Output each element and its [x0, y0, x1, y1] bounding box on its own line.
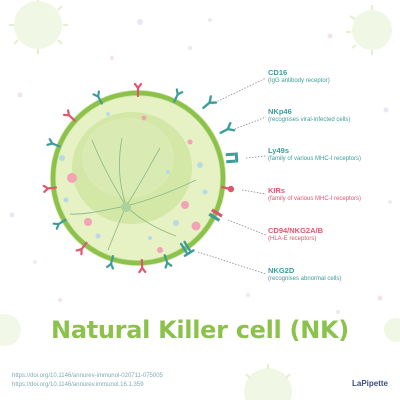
- receptor-description: (family of various MHC-I receptors): [268, 196, 362, 202]
- receptor-description: (IgG antibody receptor): [268, 78, 330, 84]
- cd94-receptor-icon: [208, 208, 223, 222]
- ly49s-receptor-icon: [225, 152, 239, 164]
- membrane-receptors: [42, 82, 239, 274]
- cd16-receptor-icon: [202, 95, 218, 110]
- receptor-name: NKp46: [268, 107, 292, 116]
- reference-link-2[interactable]: https://doi.org/10.1146/annurev.immunol.…: [12, 382, 144, 388]
- label-ly49s: Ly49s (family of various MHC-I receptors…: [268, 146, 400, 163]
- receptor-name: CD16: [268, 68, 288, 77]
- page-title: Natural Killer cell (NK): [51, 316, 349, 344]
- leader-line-ly49s: [245, 155, 267, 159]
- centrosome: [121, 202, 131, 212]
- reference-link-1[interactable]: https://doi.org/10.1146/annurev-immunol-…: [12, 373, 163, 379]
- label-nkp46: NKp46 (recognises viral-infected cells): [268, 107, 400, 124]
- background-virus-bottom-left: [0, 314, 21, 346]
- cytoskeleton-lines: [69, 137, 197, 251]
- leader-lines: [197, 77, 267, 275]
- granules: [59, 112, 208, 253]
- receptor-name: NKG2D: [268, 266, 295, 275]
- nkp46-receptor-icon: [219, 121, 236, 135]
- leader-line-nkg2d: [197, 251, 267, 275]
- leader-line-nkp46: [231, 116, 267, 131]
- leader-line-cd16: [211, 77, 267, 105]
- background-virus-top-right: [346, 5, 392, 55]
- nk-cell: [50, 90, 226, 266]
- receptor-name: KIRs: [268, 186, 286, 195]
- leader-line-cd94: [227, 219, 267, 236]
- receptor-name: Ly49s: [268, 146, 289, 155]
- receptor-description: (recognises viral-infected cells): [268, 117, 351, 123]
- receptor-description: (recognises abnormal cells): [268, 276, 342, 282]
- background-virus-top-left: [9, 0, 68, 54]
- background-dots: [9, 18, 392, 314]
- kirs-receptor-icon: [220, 185, 235, 193]
- background-virus-bottom-right: [244, 318, 400, 400]
- label-cd16: CD16 (IgG antibody receptor): [268, 68, 400, 85]
- nkg2d-receptor-icon: [179, 240, 195, 257]
- leader-line-kirs: [241, 189, 267, 195]
- label-kirs: KIRs (family of various MHC-I receptors): [268, 186, 400, 203]
- brand-logo: LaPipette: [351, 379, 388, 388]
- label-nkg2d: NKG2D (recognises abnormal cells): [268, 266, 400, 283]
- label-cd94-nkg2a-b: CD94/NKG2A/B (HLA-E receptors): [268, 226, 400, 243]
- receptor-name: CD94/NKG2A/B: [268, 226, 324, 235]
- receptor-description: (family of various MHC-I receptors): [268, 156, 362, 162]
- receptor-description: (HLA-E receptors): [268, 236, 317, 242]
